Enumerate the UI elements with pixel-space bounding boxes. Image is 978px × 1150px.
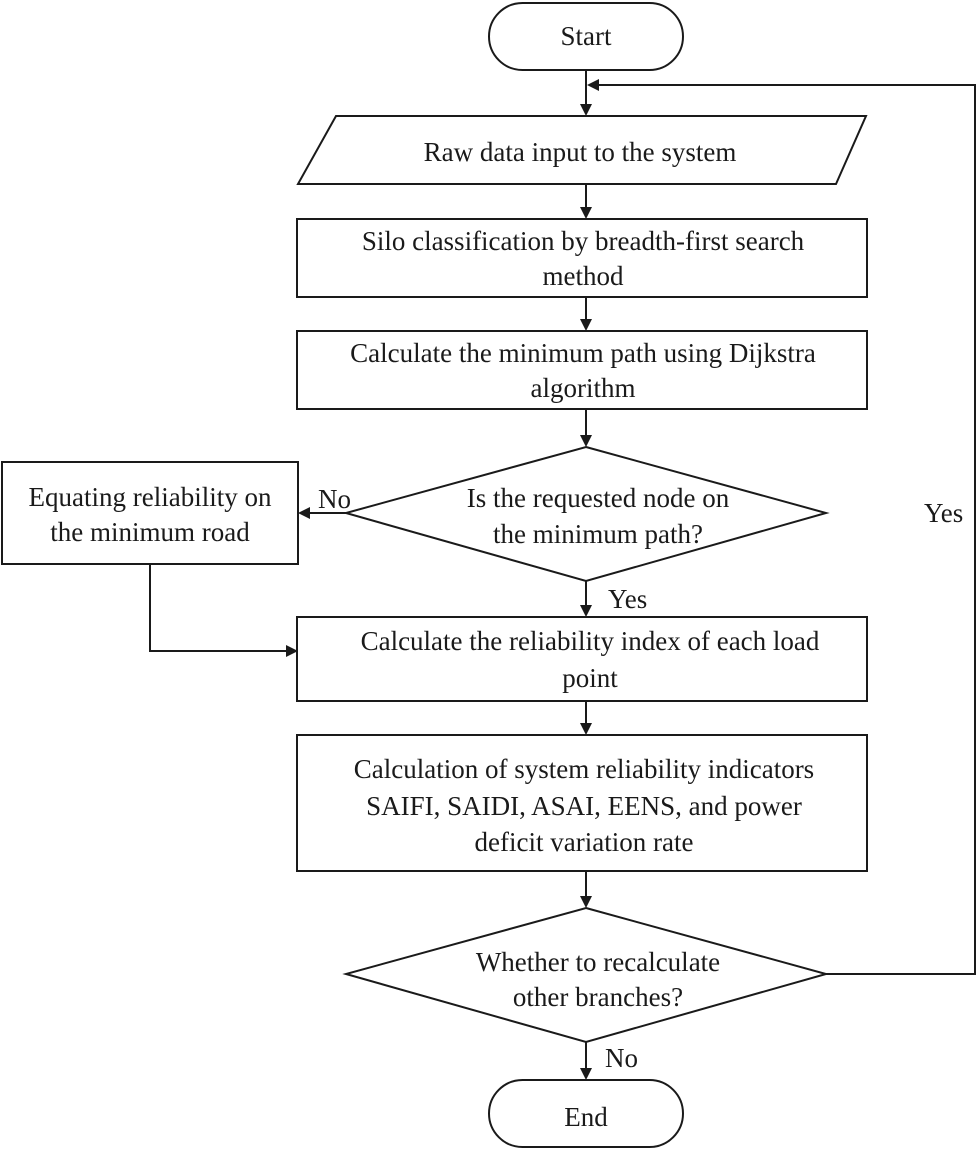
dijkstra-label-line1: Calculate the minimum path using Dijkstr… [350,338,816,368]
input-shape [296,115,868,185]
decision2-no-label: No [605,1043,638,1073]
system-indicators-label-line1: Calculation of system reliability indica… [354,754,814,784]
reliability-index-node: Calculate the reliability index of each … [296,616,868,702]
input-node: Raw data input to the system [296,115,868,185]
start-label: Start [561,21,612,51]
silo-shape [296,218,868,298]
end-shape [488,1079,684,1148]
decision1-label-line2: the minimum path? [493,519,703,549]
silo-label-line2: method [543,261,624,291]
decision2-label-line1: Whether to recalculate [476,947,720,977]
decision2-shape [342,906,830,1044]
reliability-index-shape [296,616,868,702]
start-node: Start [488,2,684,71]
dijkstra-node: Calculate the minimum path using Dijkstr… [296,330,868,410]
input-label: Raw data input to the system [424,137,737,167]
decision1-label-line1: Is the requested node on [467,483,730,513]
system-indicators-node: Calculation of system reliability indica… [296,734,868,872]
silo-node: Silo classification by breadth-first sea… [296,218,868,298]
silo-label-line1: Silo classification by breadth-first sea… [362,226,805,256]
reliability-index-label-line2: point [562,663,618,693]
system-indicators-shape [296,734,868,872]
edge-equating-to-reliability [149,564,298,657]
equating-label-line1: Equating reliability on [29,482,272,512]
decision1-node: Is the requested node on the minimum pat… [342,445,830,583]
end-node: End [488,1079,684,1148]
dijkstra-shape [296,330,868,410]
decision1-yes-label: Yes [608,584,647,614]
system-indicators-label-line3: deficit variation rate [475,827,694,857]
equating-label-line2: the minimum road [50,517,250,547]
equating-node: Equating reliability on the minimum road [1,461,299,565]
edge-decision2-yes-loop [587,79,976,975]
reliability-index-label-line1: Calculate the reliability index of each … [361,626,820,656]
decision2-label-line2: other branches? [513,982,683,1012]
decision2-node: Whether to recalculate other branches? [342,906,830,1044]
system-indicators-label-line2: SAIFI, SAIDI, ASAI, EENS, and power [366,791,802,821]
equating-shape [1,461,299,565]
decision2-yes-label: Yes [924,498,963,528]
end-label: End [564,1102,608,1132]
decision1-no-label: No [318,484,351,514]
decision1-shape [342,445,830,583]
start-shape [488,2,684,71]
dijkstra-label-line2: algorithm [531,373,636,403]
connectors [149,70,976,1080]
